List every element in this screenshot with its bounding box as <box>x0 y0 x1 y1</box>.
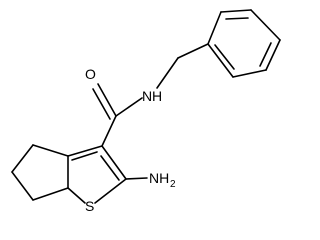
bond <box>101 145 127 180</box>
chemical-structure-diagram: O N H S NH 2 <box>11 9 281 214</box>
bond <box>32 144 69 157</box>
cyclopentane-ring <box>11 144 69 201</box>
bond <box>32 187 69 201</box>
bond <box>67 187 86 204</box>
carbonyl-double-bond <box>92 88 111 120</box>
bond <box>220 9 252 13</box>
benzene-ring <box>207 9 281 78</box>
carbonyl-double-bond <box>97 83 117 117</box>
bond <box>11 144 34 173</box>
nitrogen-carbonyl-bond <box>115 97 143 117</box>
double-bond-inner <box>71 151 98 161</box>
bond <box>207 43 234 78</box>
oxygen-label: O <box>85 66 96 82</box>
amino-subscript-label: 2 <box>170 179 176 190</box>
amino-bond <box>125 177 148 180</box>
amino-label: NH <box>149 170 169 186</box>
ch2-nitrogen-bond <box>156 57 179 89</box>
amide-hydrogen-label: H <box>152 88 162 104</box>
sulfur-label: S <box>85 198 94 214</box>
bond <box>250 9 281 41</box>
double-bond-inner <box>100 155 120 181</box>
bond <box>232 69 267 78</box>
double-bond-inner <box>225 17 249 20</box>
bond <box>67 145 103 157</box>
double-bond-inner <box>214 44 235 70</box>
thiophene-ring <box>67 145 127 204</box>
benzyl-ch2-bond <box>177 43 209 59</box>
amide-nitrogen-label: N <box>142 88 152 104</box>
double-bond-inner <box>259 42 272 67</box>
carbonyl-ring-bond <box>101 115 117 147</box>
bond <box>11 171 34 201</box>
bond <box>207 11 222 45</box>
bond <box>94 178 127 204</box>
bond <box>265 39 281 71</box>
